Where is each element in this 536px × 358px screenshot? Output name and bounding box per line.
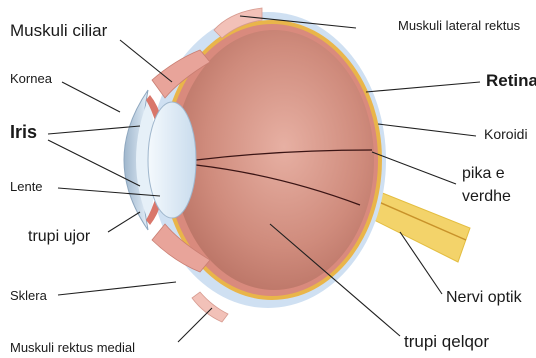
label-muskuli-rektus-medial: Muskuli rektus medial (10, 340, 135, 355)
label-kornea: Kornea (10, 71, 53, 86)
leader-muskuli-ciliar (120, 40, 172, 82)
label-lente: Lente (10, 179, 43, 194)
label-muskuli-ciliar: Muskuli ciliar (10, 21, 108, 40)
leader-koroidi (378, 124, 476, 136)
label-retina: Retina (486, 71, 536, 90)
leader-rektus-medial (178, 308, 212, 342)
label-pika-e: pika e (462, 165, 505, 182)
leader-retina (366, 82, 480, 92)
label-verdhe: verdhe (462, 188, 511, 205)
leader-iris-1 (48, 126, 140, 134)
label-trupi-qelqor: trupi qelqor (404, 332, 489, 351)
vitreous-body (174, 30, 374, 290)
leader-trupi-ujor (108, 212, 140, 232)
label-muskuli-lateral-rektus: Muskuli lateral rektus (398, 18, 521, 33)
label-nervi-optik: Nervi optik (446, 289, 523, 306)
label-koroidi: Koroidi (484, 126, 528, 142)
leader-sklera (58, 282, 176, 295)
label-iris: Iris (10, 122, 37, 142)
leader-kornea (62, 82, 120, 112)
label-trupi-ujor: trupi ujor (28, 228, 91, 245)
label-sklera: Sklera (10, 288, 48, 303)
lens (148, 102, 196, 218)
